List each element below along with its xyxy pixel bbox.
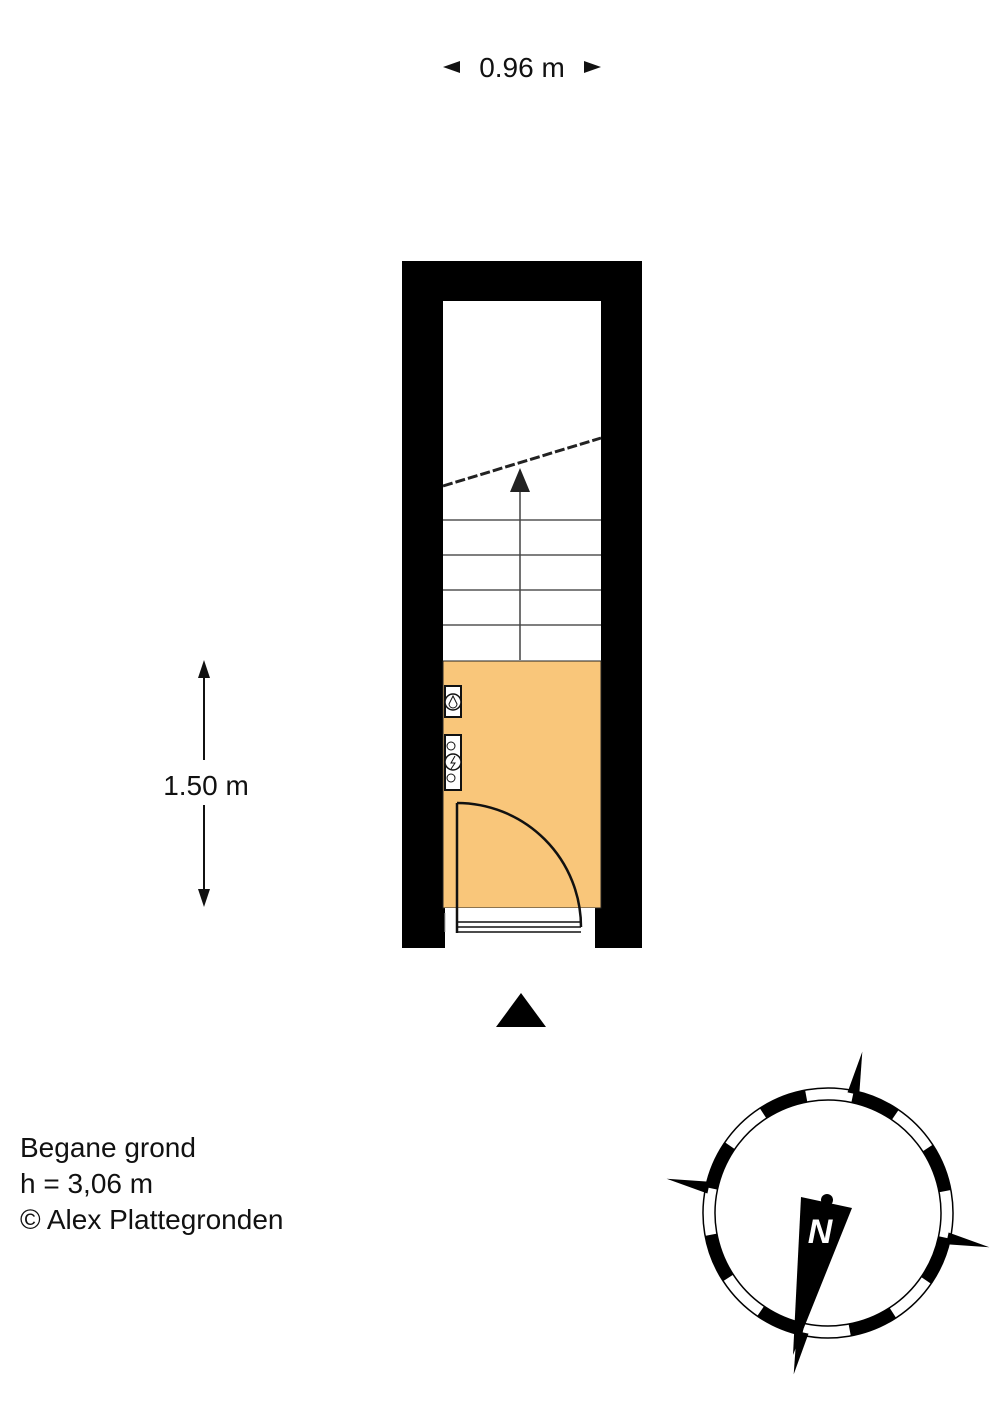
- water-meter-icon: [444, 685, 462, 718]
- compass-needle: N: [793, 1194, 852, 1355]
- electric-meter-icon: [444, 734, 462, 791]
- entrance-door: [444, 801, 595, 948]
- floor-height: h = 3,06 m: [20, 1168, 154, 1199]
- hallway: [442, 660, 602, 909]
- width-dimension: 0.96 m: [443, 52, 601, 83]
- stairs-arrow-icon: [510, 468, 530, 492]
- depth-label: 1.50 m: [163, 770, 249, 801]
- stairs: [442, 436, 602, 660]
- floor-info: Begane grond h = 3,06 m © Alex Plattegro…: [20, 1130, 283, 1238]
- width-label: 0.96 m: [479, 52, 565, 83]
- copyright: © Alex Plattegronden: [20, 1204, 284, 1235]
- north-label: N: [808, 1213, 834, 1251]
- depth-dimension: 1.50 m: [163, 660, 249, 907]
- floor-name: Begane grond: [20, 1132, 196, 1163]
- entrance-arrow-icon: [496, 993, 546, 1027]
